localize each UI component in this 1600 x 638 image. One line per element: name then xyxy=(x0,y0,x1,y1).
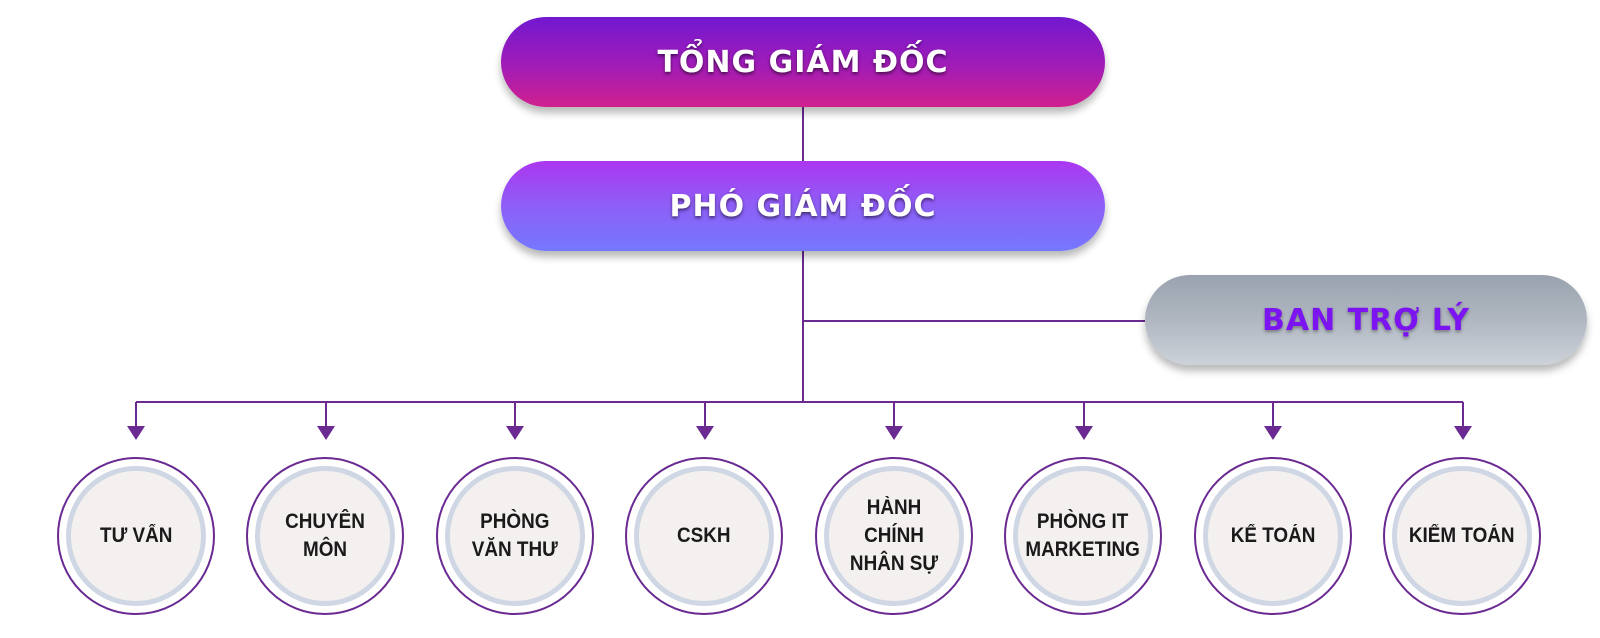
connector-arrows xyxy=(127,426,1472,440)
department-circle: CSKH xyxy=(634,466,774,606)
department-circle: TƯ VẤN xyxy=(66,466,206,606)
department-circle: PHÒNG IT MARKETING xyxy=(1013,466,1153,606)
department-node: TƯ VẤN xyxy=(57,457,215,615)
department-label: KIỂM TOÁN xyxy=(1409,524,1515,547)
arrow-down-icon xyxy=(127,426,145,440)
arrow-down-icon xyxy=(1075,426,1093,440)
node-tong-giam-doc: TỔNG GIÁM ĐỐC xyxy=(501,17,1105,107)
department-node: PHÒNG VĂN THƯ xyxy=(436,457,594,615)
department-label: PHÒNG IT MARKETING xyxy=(1025,510,1141,561)
connector-lines xyxy=(135,107,1464,426)
arrow-down-icon xyxy=(317,426,335,440)
department-label: CSKH xyxy=(677,524,731,547)
department-circle: KẾ TOÁN xyxy=(1203,466,1343,606)
department-label: TƯ VẤN xyxy=(99,524,173,547)
arrow-down-icon xyxy=(885,426,903,440)
node-ban-tro-ly: BAN TRỢ LÝ xyxy=(1145,275,1587,365)
department-circle: PHÒNG VĂN THƯ xyxy=(445,466,585,606)
arrow-down-icon xyxy=(696,426,714,440)
arrow-down-icon xyxy=(506,426,524,440)
department-node: CHUYÊN MÔN xyxy=(246,457,404,615)
department-node: CSKH xyxy=(625,457,783,615)
department-node: HÀNH CHÍNH NHÂN SỰ xyxy=(815,457,973,615)
department-circle: CHUYÊN MÔN xyxy=(255,466,395,606)
department-circle: HÀNH CHÍNH NHÂN SỰ xyxy=(824,466,964,606)
node-pho-giam-doc: PHÓ GIÁM ĐỐC xyxy=(501,161,1105,251)
department-label: KẾ TOÁN xyxy=(1230,524,1316,547)
department-node: PHÒNG IT MARKETING xyxy=(1004,457,1162,615)
department-label: CHUYÊN MÔN xyxy=(285,510,365,561)
department-node: KẾ TOÁN xyxy=(1194,457,1352,615)
arrow-down-icon xyxy=(1264,426,1282,440)
node-tong-giam-doc-label: TỔNG GIÁM ĐỐC xyxy=(657,44,949,80)
department-node: KIỂM TOÁN xyxy=(1383,457,1541,615)
department-label: PHÒNG VĂN THƯ xyxy=(471,510,559,561)
department-circle: KIỂM TOÁN xyxy=(1392,466,1532,606)
arrow-down-icon xyxy=(1454,426,1472,440)
department-label: HÀNH CHÍNH NHÂN SỰ xyxy=(849,496,939,575)
node-pho-giam-doc-label: PHÓ GIÁM ĐỐC xyxy=(669,188,937,224)
node-ban-tro-ly-label: BAN TRỢ LÝ xyxy=(1261,302,1471,338)
